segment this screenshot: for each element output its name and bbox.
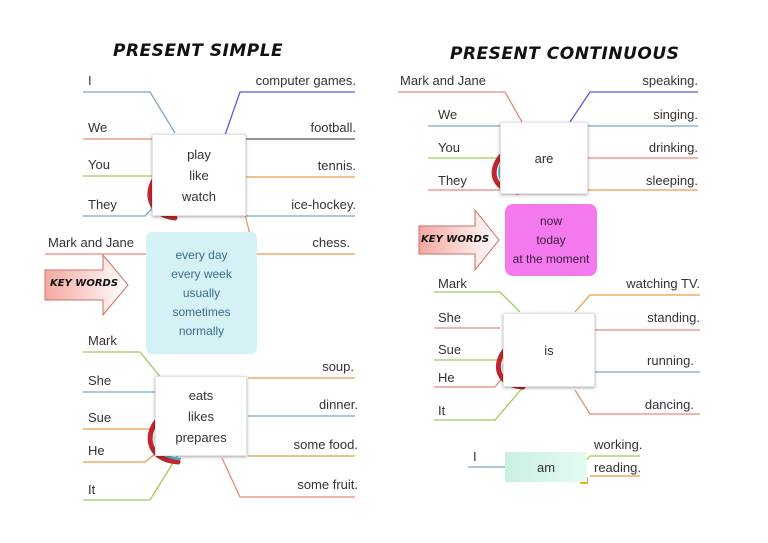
present-simple-title: PRESENT SIMPLE <box>113 41 284 61</box>
ps-key-word-5: normally <box>178 323 225 338</box>
pc-are-box: are <box>500 122 588 194</box>
pc-are-connectors <box>398 91 698 191</box>
ps-object-top-1: computer games. <box>255 73 356 88</box>
pc-aux-is: is <box>544 342 554 358</box>
ps-subject-top-5: Mark and Jane <box>48 235 134 250</box>
present-continuous-title: PRESENT CONTINUOUS <box>450 44 680 64</box>
ps-subject-top-3: You <box>88 157 110 172</box>
pc-key-words-label: KEY WORDS <box>421 234 490 245</box>
ps-subject-bottom-3: Sue <box>88 410 112 425</box>
pc-verb-am-1: working. <box>594 437 643 452</box>
pc-aux-are: are <box>534 150 554 166</box>
ps-object-top-5: chess. <box>312 235 350 250</box>
ps-top-connectors <box>45 91 355 255</box>
pc-verb-are-4: sleeping. <box>645 173 698 188</box>
ps-verb-bottom-3: prepares <box>175 429 227 445</box>
ps-subject-top-2: We <box>88 120 108 135</box>
pc-key-words-arrow <box>418 208 500 272</box>
pc-subject-am: I <box>473 449 477 464</box>
pc-subject-are-3: You <box>438 140 460 155</box>
ps-verb-bottom-1: eats <box>188 387 214 403</box>
pc-subject-are-2: We <box>438 107 458 122</box>
pc-subject-is-3: Sue <box>438 342 462 357</box>
pc-verb-are-3: drinking. <box>648 140 698 155</box>
ps-object-bottom-1: soup. <box>322 359 354 374</box>
pc-verb-is-4: dancing. <box>644 397 694 412</box>
pc-key-words-box: now today at the moment <box>507 206 595 274</box>
ps-object-top-2: football. <box>310 120 356 135</box>
ps-object-bottom-2: dinner. <box>318 397 358 412</box>
ps-subject-bottom-1: Mark <box>88 333 117 348</box>
pc-verb-are-1: speaking. <box>642 73 698 88</box>
ps-key-words-label: KEY WORDS <box>50 278 119 289</box>
pc-is-box: is <box>503 313 595 387</box>
ps-object-bottom-3: some food. <box>293 437 358 452</box>
ps-verb-top-1: play <box>187 146 211 162</box>
ps-verb-box-top: play like watch <box>152 134 246 216</box>
ps-subject-bottom-4: He <box>88 443 105 458</box>
pc-verb-are-2: singing. <box>653 107 698 122</box>
ps-key-word-2: every week <box>171 266 232 281</box>
ps-key-words-box: every day every week usually sometimes n… <box>148 236 255 350</box>
ps-key-words-arrow <box>44 253 129 317</box>
pc-subject-are-1: Mark and Jane <box>400 73 486 88</box>
pc-key-word-1: now <box>539 213 562 228</box>
pc-key-word-2: today <box>536 232 566 247</box>
ps-object-bottom-4: some fruit. <box>297 477 358 492</box>
ps-subject-top-4: They <box>88 197 117 212</box>
pc-aux-am: am <box>536 459 556 475</box>
ps-subject-bottom-2: She <box>88 373 112 388</box>
ps-subject-bottom-5: It <box>88 482 96 497</box>
pc-subject-are-4: They <box>438 173 467 188</box>
pc-subject-is-4: He <box>438 370 455 385</box>
ps-object-top-4: ice-hockey. <box>291 197 356 212</box>
ps-object-top-3: tennis. <box>317 158 356 173</box>
pc-verb-is-2: standing. <box>647 310 700 325</box>
pc-verb-is-1: watching TV. <box>626 276 700 291</box>
ps-verb-box-bottom: eats likes prepares <box>155 376 247 456</box>
pc-is-connectors <box>434 291 700 421</box>
ps-key-word-3: usually <box>182 285 221 300</box>
ps-verb-top-3: watch <box>182 188 216 204</box>
ps-key-word-1: every day <box>175 247 228 262</box>
ps-key-word-4: sometimes <box>172 304 231 319</box>
ps-subject-top-1: I <box>88 73 92 88</box>
pc-key-word-3: at the moment <box>512 251 590 266</box>
pc-subject-is-5: It <box>438 403 446 418</box>
pc-am-box: am <box>505 452 587 482</box>
pc-verb-am-2: reading. <box>594 460 641 475</box>
ps-verb-bottom-2: likes <box>187 408 214 424</box>
pc-verb-is-3: running. <box>647 353 694 368</box>
ps-verb-top-2: like <box>189 167 209 183</box>
pc-subject-is-1: Mark <box>438 276 467 291</box>
pc-subject-is-2: She <box>438 310 462 325</box>
